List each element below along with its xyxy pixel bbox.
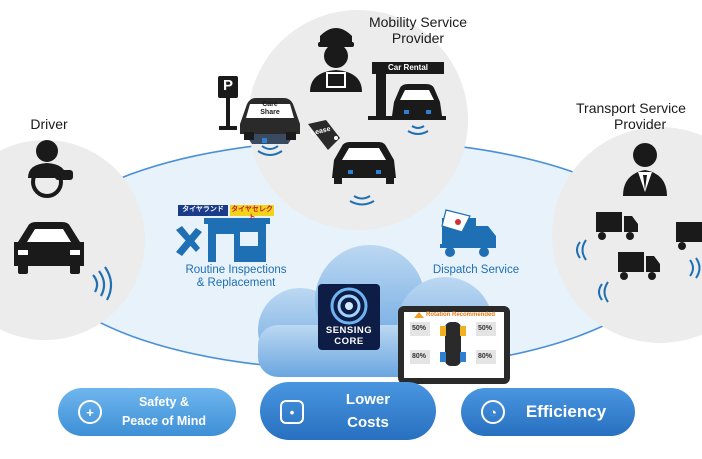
car-share-signal-icon	[257, 145, 283, 156]
lease-tag-icon	[308, 120, 340, 150]
coins-icon: •	[280, 400, 304, 424]
transport-person-icon	[623, 143, 667, 196]
shop-sign-right	[230, 205, 274, 216]
lower-costs-line1: Lower	[345, 390, 391, 408]
car-rental-signal-icon	[407, 125, 429, 135]
shop-sign-left-text: タイヤランド	[182, 206, 224, 213]
efficiency-pill: ◔ Efficiency	[461, 388, 635, 436]
routine-label-line1: Routine Inspections	[185, 264, 287, 276]
mobility-label-line1: Mobility Service	[368, 14, 468, 30]
safety-label-line1: Safety &	[138, 395, 189, 410]
transport-label-line2: Provider	[614, 116, 667, 133]
dispatch-service-label: Dispatch Service	[432, 264, 520, 276]
sensing-core-badge	[318, 284, 380, 350]
safety-pill: + Safety & Peace of Mind	[58, 388, 236, 436]
driver-car-icon	[14, 222, 84, 274]
car-share-icon	[240, 98, 300, 144]
tire-front-left-value: 50%	[412, 325, 427, 332]
parking-sign-icon	[218, 76, 238, 130]
transport-provider-label: Transport Service Provider	[576, 100, 702, 132]
lease-car-icon	[332, 142, 396, 184]
efficiency-label: Efficiency	[525, 402, 607, 421]
truck-icon-3	[676, 222, 702, 250]
tire-rear-left-value: 80%	[412, 353, 427, 360]
car-share-line1: Care	[262, 101, 278, 108]
tire-front-right-value: 50%	[478, 325, 493, 332]
shop-sign-right-text: タイヤセレクト	[231, 206, 273, 222]
tool-icon	[176, 226, 202, 256]
tablet-alert-text: Rotation Recommended	[426, 312, 496, 318]
safety-plus-icon: +	[78, 400, 102, 424]
mobility-label-line2: Provider	[391, 30, 445, 47]
driver-icon	[28, 140, 73, 198]
sensing-core-label: SENSING CORE	[318, 325, 380, 348]
transport-signal-icons	[576, 239, 701, 303]
pill-safety-bg	[58, 388, 236, 436]
driver-signal-icon	[92, 266, 113, 301]
car-rental-icon	[368, 62, 446, 120]
routine-label-line2: & Replacement	[196, 277, 276, 290]
lower-costs-pill: • Lower Costs	[260, 382, 436, 440]
transport-label-line1: Transport Service	[576, 100, 686, 116]
shop-sign-left	[178, 205, 228, 216]
mobility-provider-label: Mobility Service Provider	[346, 14, 490, 46]
car-share-label: Care Share	[250, 101, 290, 116]
tablet-device	[398, 306, 510, 384]
shop-building-icon	[204, 218, 270, 262]
sensing-core-line2: CORE	[334, 335, 364, 347]
routine-inspections-label: Routine Inspections & Replacement	[174, 264, 298, 290]
sensing-core-line1: SENSING	[325, 325, 373, 336]
truck-icon-1	[596, 212, 638, 240]
lower-costs-line2: Costs	[347, 414, 389, 431]
gauge-icon: ◔	[481, 400, 505, 424]
parking-sign-letter: P	[222, 77, 233, 94]
pill-efficiency-bg	[461, 388, 635, 436]
car-share-line2: Share	[260, 108, 280, 116]
car-rental-sign-label: Car Rental	[387, 63, 428, 72]
lease-car-signal-icon	[349, 195, 375, 206]
pill-lower-bg	[260, 382, 436, 440]
truck-icon-2	[618, 252, 660, 280]
tire-rear-right-value: 80%	[478, 353, 493, 360]
mobility-person-icon	[310, 28, 362, 92]
safety-label-line2: Peace of Mind	[121, 414, 207, 428]
dispatch-truck-icon	[440, 209, 496, 257]
driver-label: Driver	[30, 116, 68, 132]
